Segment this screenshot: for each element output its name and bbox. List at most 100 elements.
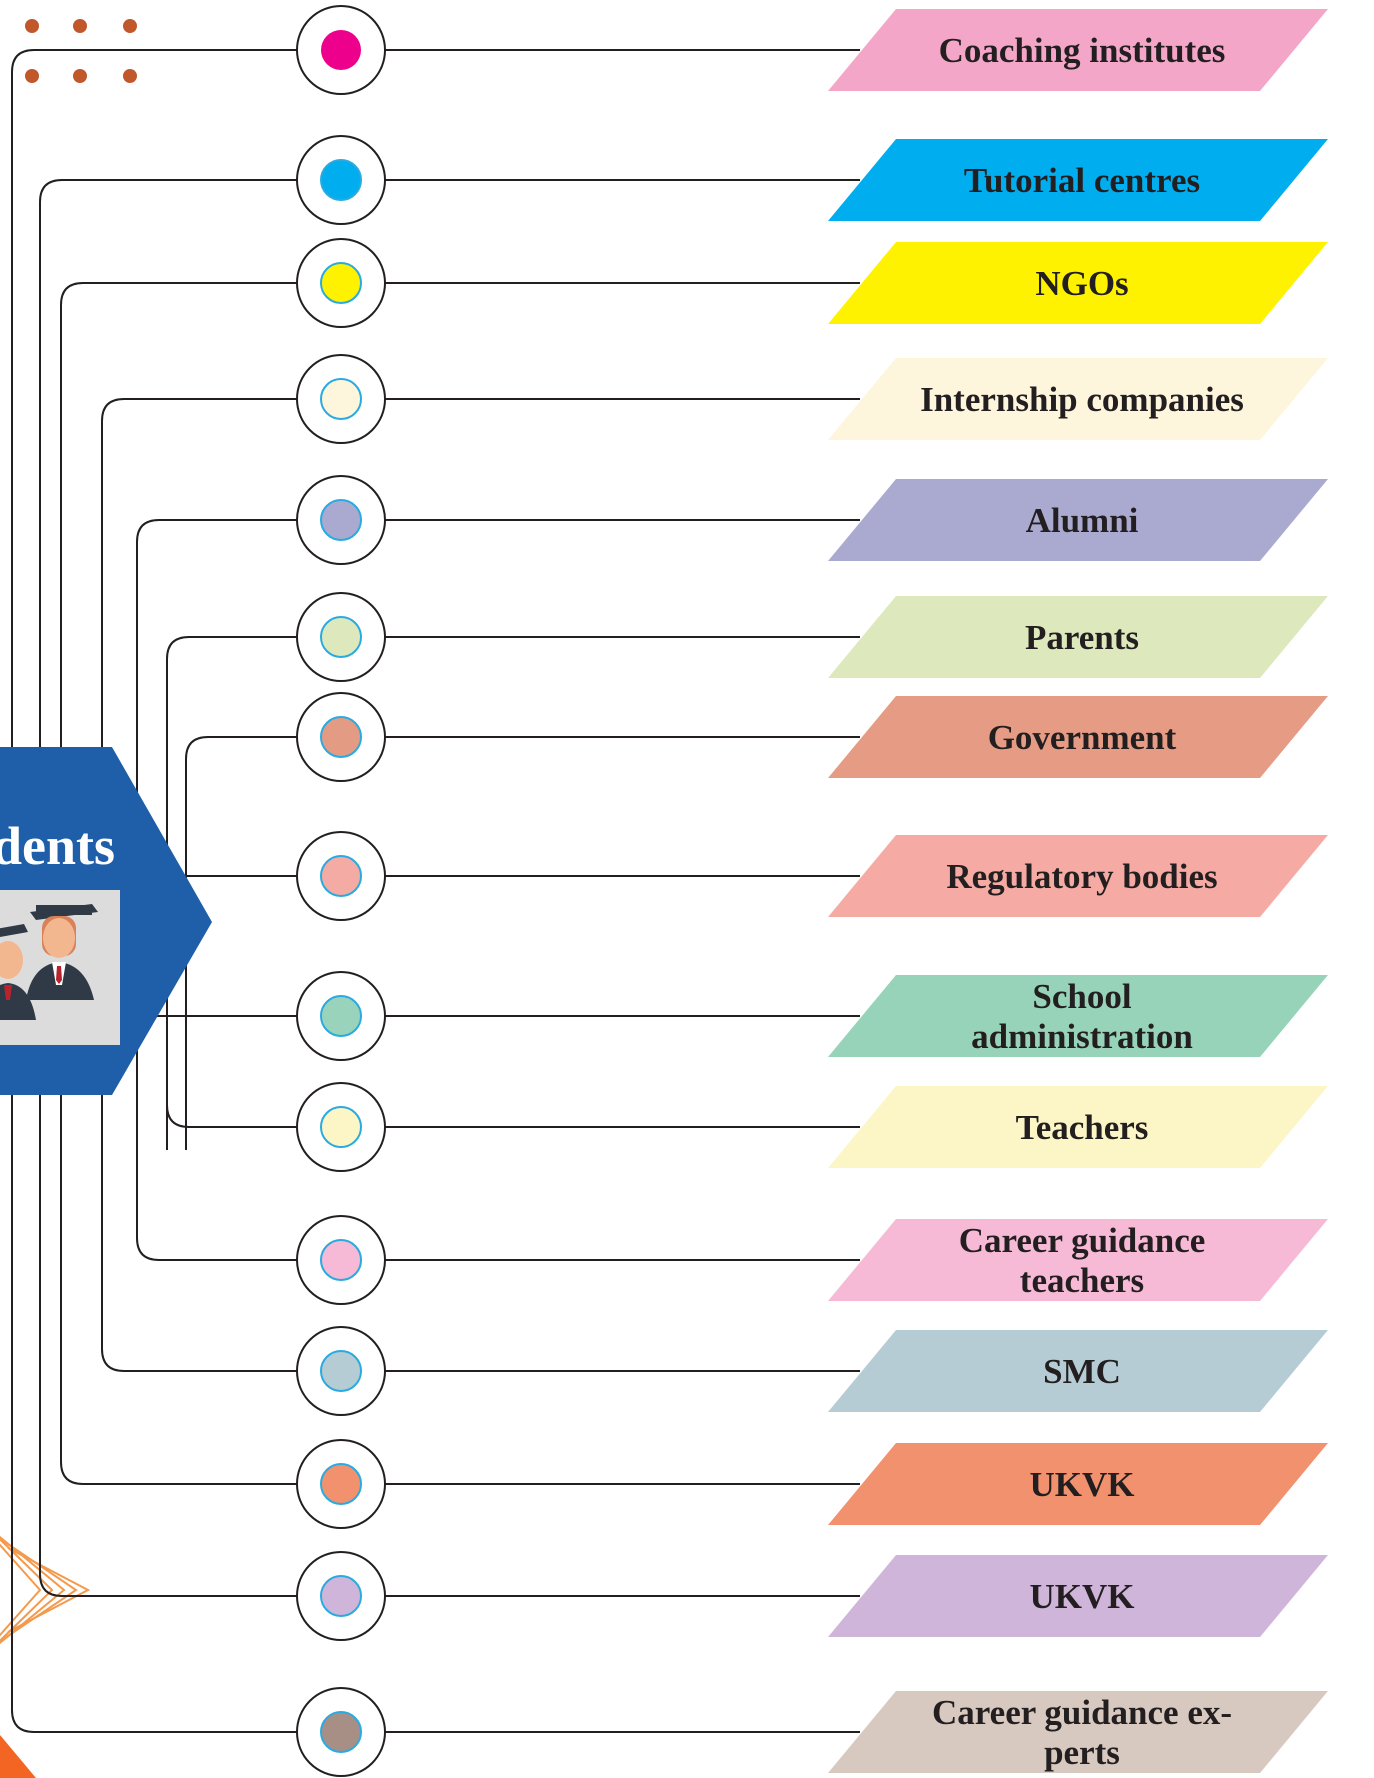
connector-line <box>39 1100 860 1597</box>
label-box <box>828 242 1328 324</box>
label-text: Internship companies <box>920 380 1244 419</box>
connector-line <box>101 398 860 1150</box>
connector-line <box>11 49 860 1150</box>
label-text: Teachers <box>1016 1108 1149 1147</box>
label-box <box>828 1086 1328 1168</box>
hub-title: dents <box>0 816 115 876</box>
label-text: Parents <box>1025 618 1139 657</box>
connector-line <box>39 179 860 1150</box>
decor-corner <box>0 1735 36 1778</box>
node-dot <box>320 716 362 758</box>
decor-dot <box>25 69 39 83</box>
node-dot <box>320 1350 362 1392</box>
node-dot <box>320 159 362 201</box>
decor-chevron <box>0 1535 66 1645</box>
node-circle <box>296 1215 386 1305</box>
node-dot <box>320 1463 362 1505</box>
label-box <box>828 358 1328 440</box>
connector-line <box>101 1100 860 1372</box>
label-box <box>828 975 1328 1057</box>
node-circle <box>296 1326 386 1416</box>
hub: dents <box>0 747 212 1095</box>
connector-line <box>136 519 860 1150</box>
label-box <box>828 1219 1328 1301</box>
stakeholder-label: Tutorial centres <box>828 139 1328 221</box>
stakeholder-label: NGOs <box>828 242 1328 324</box>
stakeholder-label: Coaching institutes <box>828 9 1328 91</box>
decor-chevron <box>0 1537 78 1643</box>
node-dot <box>320 1575 362 1617</box>
label-text: SMC <box>1043 1352 1121 1391</box>
label-text: Coaching institutes <box>939 31 1226 70</box>
connector-line <box>60 1100 860 1485</box>
node-circle <box>296 831 386 921</box>
decor-dot <box>73 19 87 33</box>
label-box <box>828 1330 1328 1412</box>
node-circle <box>296 1439 386 1529</box>
connector-line <box>136 1100 860 1261</box>
decorative-dots <box>25 19 137 83</box>
node-dot <box>320 262 362 304</box>
node-dot <box>320 1711 362 1753</box>
connector-line <box>166 636 860 1150</box>
node-circle <box>296 971 386 1061</box>
stakeholder-label: UKVK <box>828 1555 1328 1637</box>
label-box <box>828 835 1328 917</box>
node-dot <box>320 1239 362 1281</box>
label-box <box>828 1443 1328 1525</box>
node-circle <box>296 692 386 782</box>
label-text: NGOs <box>1035 264 1128 303</box>
stakeholder-label: Internship companies <box>828 358 1328 440</box>
node-dot <box>320 378 362 420</box>
node-dot <box>320 499 362 541</box>
node-circle <box>296 135 386 225</box>
stakeholder-label: Career guidance ex-perts <box>828 1691 1328 1773</box>
connector-line <box>185 736 860 1150</box>
node-circle <box>296 1082 386 1172</box>
label-text: Government <box>988 718 1177 757</box>
graduates-icon <box>0 890 120 1045</box>
node-circle <box>296 475 386 565</box>
label-text: Tutorial centres <box>964 161 1200 200</box>
stakeholder-label: Government <box>828 696 1328 778</box>
node-circles <box>296 5 386 1777</box>
label-box <box>828 139 1328 221</box>
label-box <box>828 9 1328 91</box>
decor-chevron <box>7 1547 91 1633</box>
stakeholder-label: Alumni <box>828 479 1328 561</box>
label-box <box>828 1691 1328 1773</box>
connector-line <box>11 1100 860 1733</box>
node-circle <box>296 354 386 444</box>
label-text: UKVK <box>1030 1577 1135 1616</box>
decor-dot <box>123 69 137 83</box>
decor-dot <box>25 19 39 33</box>
label-box <box>828 1555 1328 1637</box>
connector-line <box>60 282 860 1150</box>
node-circle <box>296 1687 386 1777</box>
node-circle <box>296 238 386 328</box>
label-box <box>828 696 1328 778</box>
label-box <box>828 479 1328 561</box>
node-dot <box>320 1106 362 1148</box>
label-text: Alumni <box>1026 501 1139 540</box>
stakeholder-label: Teachers <box>828 1086 1328 1168</box>
connector-lines <box>11 49 860 1733</box>
stakeholder-label: SMC <box>828 1330 1328 1412</box>
label-text: UKVK <box>1030 1465 1135 1504</box>
connector-line <box>166 1100 860 1128</box>
label-box <box>828 596 1328 678</box>
label-text: Career guidance ex-perts <box>932 1693 1232 1772</box>
stakeholder-label: Parents <box>828 596 1328 678</box>
node-circle <box>296 5 386 95</box>
node-circle <box>296 1551 386 1641</box>
label-text: Regulatory bodies <box>946 857 1217 896</box>
decor-chevron <box>0 1543 42 1637</box>
node-circle <box>296 592 386 682</box>
node-dot <box>321 30 361 70</box>
